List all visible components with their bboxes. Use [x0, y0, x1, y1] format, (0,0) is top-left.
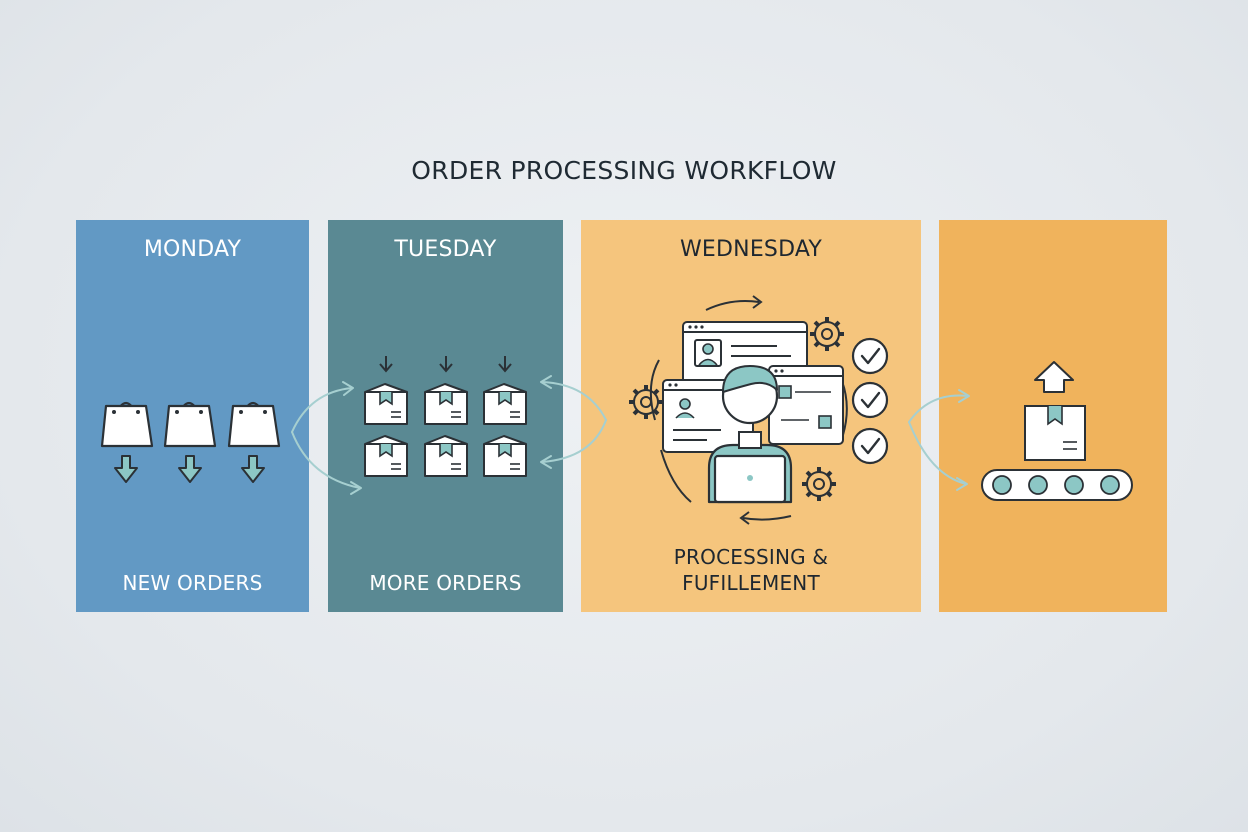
panel-monday-caption: NEW ORDERS: [122, 571, 263, 595]
cycle-arrow-icon: [649, 295, 848, 525]
checkmark-icon: [851, 427, 889, 465]
down-arrow-icon: [178, 455, 202, 483]
monday-icons: [100, 401, 281, 483]
gear-icon: [627, 383, 665, 421]
person-laptop-icon: [707, 365, 793, 504]
panel-wednesday-caption-line1: PROCESSING &: [673, 545, 829, 569]
package-box-icon: [483, 435, 527, 477]
panel-tuesday: TUESDAY MORE ORDERS: [328, 220, 563, 612]
panel-tuesday-caption: MORE ORDERS: [369, 571, 522, 595]
down-arrow-icon: [241, 455, 265, 483]
gear-icon: [800, 465, 838, 503]
up-arrow-icon: [1034, 361, 1074, 393]
checkmark-icon: [851, 381, 889, 419]
panel-monday-title: MONDAY: [143, 237, 242, 262]
down-arrow-icon: [114, 455, 138, 483]
panel-monday: MONDAY NEW ORDERS: [76, 220, 309, 612]
tuesday-icons: [364, 355, 527, 477]
shipping-illustration: [981, 361, 1133, 501]
package-box-icon: [424, 383, 468, 425]
down-arrow-icon: [498, 355, 512, 372]
diagram-title: ORDER PROCESSING WORKFLOW: [411, 156, 837, 185]
gear-icon: [808, 315, 846, 353]
shopping-bag-icon: [227, 401, 281, 448]
panel-tuesday-title: TUESDAY: [394, 237, 497, 262]
conveyor-belt-icon: [981, 469, 1133, 501]
wednesday-illustration: [627, 295, 889, 525]
package-box-icon: [1024, 405, 1086, 461]
down-arrow-icon: [379, 355, 393, 372]
panel-wednesday-title: WEDNESDAY: [679, 237, 823, 262]
package-box-icon: [364, 383, 408, 425]
shopping-bag-icon: [100, 401, 154, 448]
down-arrow-icon: [439, 355, 453, 372]
package-box-icon: [424, 435, 468, 477]
shopping-bag-icon: [163, 401, 217, 448]
panel-shipping: [939, 220, 1167, 612]
package-box-icon: [483, 383, 527, 425]
panel-wednesday-caption-line2: FUFILLEMENT: [682, 571, 820, 595]
panel-wednesday: WEDNESDAY: [581, 220, 921, 612]
package-box-icon: [364, 435, 408, 477]
window-icon: [768, 365, 844, 445]
checkmark-icon: [851, 337, 889, 375]
